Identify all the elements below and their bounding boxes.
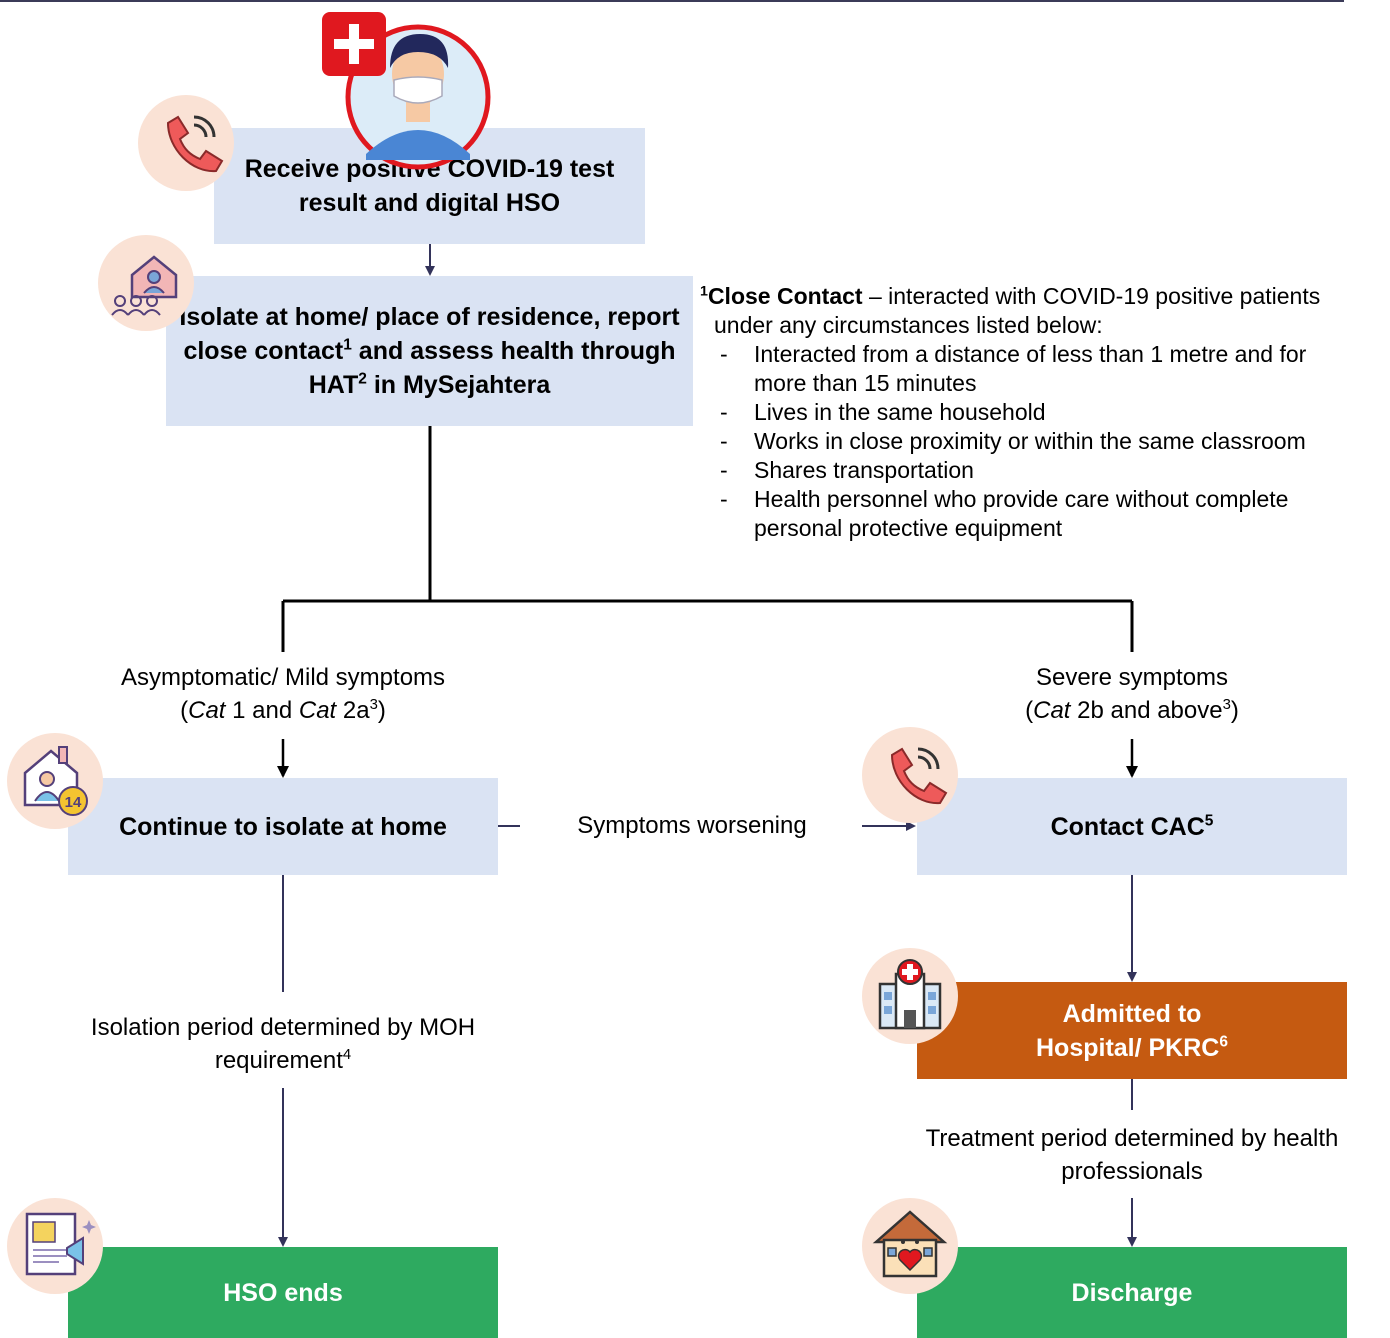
list-item: Interacted from a distance of less than …	[700, 340, 1340, 398]
isolate-box: Isolate at home/ place of residence, rep…	[166, 276, 693, 426]
admitted-box: Admitted to Hospital/ PKRC6	[917, 982, 1347, 1079]
list-item: Shares transportation	[700, 456, 1340, 485]
phone-icon	[138, 95, 234, 191]
list-item: Health personnel who provide care withou…	[700, 485, 1340, 543]
continue-isolate-box: Continue to isolate at home	[68, 778, 498, 875]
branch-connector	[281, 426, 1134, 652]
top-rule	[0, 0, 1344, 2]
symptoms-worsening-label: Symptoms worsening	[577, 812, 807, 839]
svg-text:14: 14	[65, 794, 82, 811]
isolate-text: Isolate at home/ place of residence, rep…	[179, 303, 680, 399]
contact-cac-text: Contact CAC5	[1050, 812, 1214, 841]
hso-ends-box: HSO ends	[68, 1247, 498, 1338]
list-item: Lives in the same household	[700, 398, 1340, 427]
admitted-text: Admitted to Hospital/ PKRC6	[1036, 999, 1228, 1062]
treatment-period-label: Treatment period determined by health pr…	[925, 1125, 1339, 1185]
discharge-text: Discharge	[1071, 1278, 1193, 1307]
phone-icon	[862, 727, 958, 823]
house-heart-icon	[862, 1198, 958, 1294]
close-contact-intro: 1Close Contact – interacted with COVID-1…	[700, 283, 1321, 338]
home-14-icon: 14	[7, 733, 103, 829]
mild-symptoms-label: Asymptomatic/ Mild symptoms (Cat 1 and C…	[120, 664, 446, 724]
document-megaphone-icon	[7, 1198, 103, 1294]
receive-result-text: Receive positive COVID-19 test result an…	[244, 155, 615, 217]
contact-cac-box: Contact CAC5	[917, 778, 1347, 875]
close-contact-list: Interacted from a distance of less than …	[700, 340, 1340, 543]
patient-mask-icon	[318, 12, 498, 172]
hospital-icon	[862, 948, 958, 1044]
severe-symptoms-label: Severe symptoms (Cat 2b and above3)	[1025, 664, 1239, 724]
close-contact-note: 1Close Contact – interacted with COVID-1…	[700, 282, 1340, 543]
isolation-period-label: Isolation period determined by MOH requi…	[90, 1014, 476, 1074]
list-item: Works in close proximity or within the s…	[700, 427, 1340, 456]
hso-ends-text: HSO ends	[223, 1278, 343, 1307]
continue-isolate-text: Continue to isolate at home	[119, 812, 447, 841]
discharge-box: Discharge	[917, 1247, 1347, 1338]
home-people-icon	[98, 235, 194, 331]
